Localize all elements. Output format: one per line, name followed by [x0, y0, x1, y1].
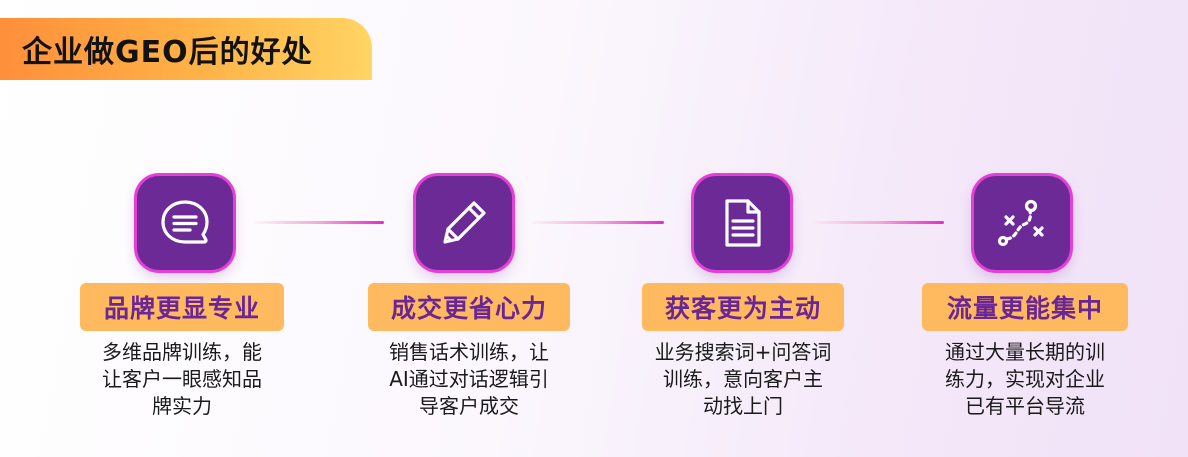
- benefit-4-label: 流量更能集中: [922, 283, 1128, 331]
- benefit-4-desc-line-3: 已有平台导流: [965, 394, 1085, 418]
- title-banner: 企业做GEO后的好处: [0, 18, 372, 80]
- strategy-path-icon: [997, 199, 1044, 247]
- benefit-1-label: 品牌更显专业: [80, 283, 284, 331]
- connector-3-4: [812, 221, 944, 224]
- benefit-2-desc-line-1: 销售话术训练，让: [389, 340, 549, 364]
- benefit-2-icon-box: [416, 176, 512, 270]
- benefit-1-desc-line-1: 多维品牌训练，能: [102, 340, 262, 364]
- connector-1-2: [254, 221, 384, 224]
- benefit-1-desc-line-2: 让客户一眼感知品: [102, 367, 262, 391]
- benefit-3-desc-line-1: 业务搜索词+问答词: [654, 340, 832, 364]
- benefit-4-icon-box: [974, 176, 1070, 270]
- document-icon: [725, 199, 761, 247]
- benefit-3-description: 业务搜索词+问答词 训练，意向客户主 动找上门: [628, 339, 858, 420]
- benefit-4-description: 通过大量长期的训 练力，实现对企业 已有平台导流: [915, 339, 1135, 420]
- pencil-icon: [443, 201, 486, 244]
- benefit-3-desc-line-2: 训练，意向客户主: [663, 367, 823, 391]
- benefit-1-icon-box: [137, 176, 233, 270]
- benefit-2-description: 销售话术训练，让 AI通过对话逻辑引 导客户成交: [359, 339, 579, 420]
- benefit-3-desc-line-3: 动找上门: [703, 394, 783, 418]
- benefit-4-desc-line-1: 通过大量长期的训: [945, 340, 1105, 364]
- benefit-3-icon-box: [694, 176, 790, 270]
- benefit-2-desc-line-2: AI通过对话逻辑引: [389, 367, 549, 391]
- benefit-4-desc-line-2: 练力，实现对企业: [945, 367, 1105, 391]
- chat-bubble-icon: [161, 200, 209, 244]
- benefit-3-label: 获客更为主动: [642, 283, 844, 331]
- benefit-1-desc-line-3: 牌实力: [152, 394, 212, 418]
- connector-2-3: [532, 221, 664, 224]
- page-title: 企业做GEO后的好处: [22, 35, 313, 70]
- benefit-2-desc-line-3: 导客户成交: [419, 394, 519, 418]
- benefit-2-label: 成交更省心力: [368, 283, 570, 331]
- benefit-1-description: 多维品牌训练，能 让客户一眼感知品 牌实力: [72, 339, 292, 420]
